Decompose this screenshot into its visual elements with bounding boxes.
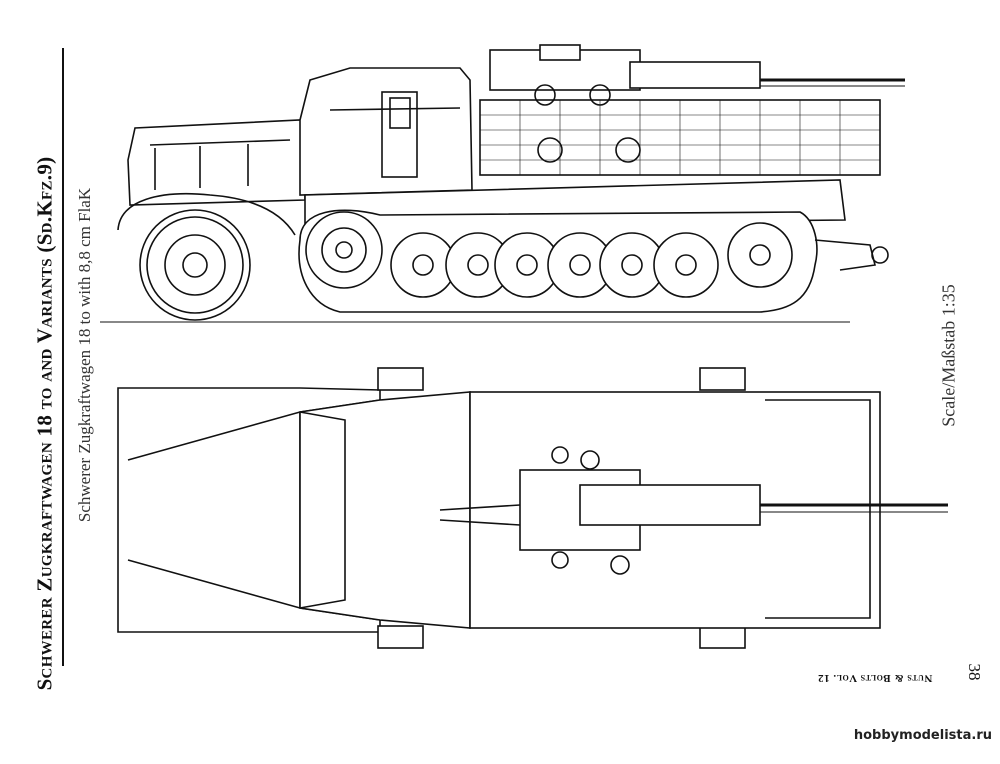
book-footer: Nuts & Bolts Vol. 12 [817, 672, 933, 684]
page-rule [62, 48, 64, 666]
road-wheels [390, 222, 793, 298]
watermark: hobbymodelista.ru [853, 728, 992, 743]
page-number: 38 [965, 663, 984, 681]
